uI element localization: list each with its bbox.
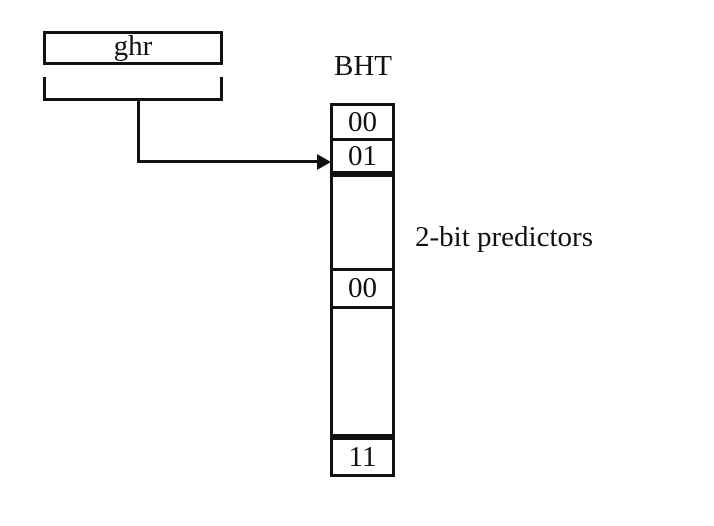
bht-title: BHT xyxy=(334,50,392,82)
bht-cell-0: 00 xyxy=(333,106,392,141)
bht-cell-5: 11 xyxy=(348,440,377,473)
connector-vertical-segment xyxy=(137,100,140,163)
bht-cell-1: 01 xyxy=(333,140,392,177)
two-bit-predictors-label: 2-bit predictors xyxy=(415,221,593,253)
connector-horizontal-segment xyxy=(137,160,318,163)
ghr-label: ghr xyxy=(113,29,153,62)
bht-cell-4 xyxy=(333,309,392,440)
ghr-register-box: ghr xyxy=(43,31,223,65)
ghr-index-bracket xyxy=(43,77,223,101)
arrow-right-icon xyxy=(317,154,331,170)
bht-cell-2 xyxy=(333,177,392,271)
bht-table: 00 01 00 11 xyxy=(330,103,395,477)
bht-cell-3: 00 xyxy=(333,271,392,309)
